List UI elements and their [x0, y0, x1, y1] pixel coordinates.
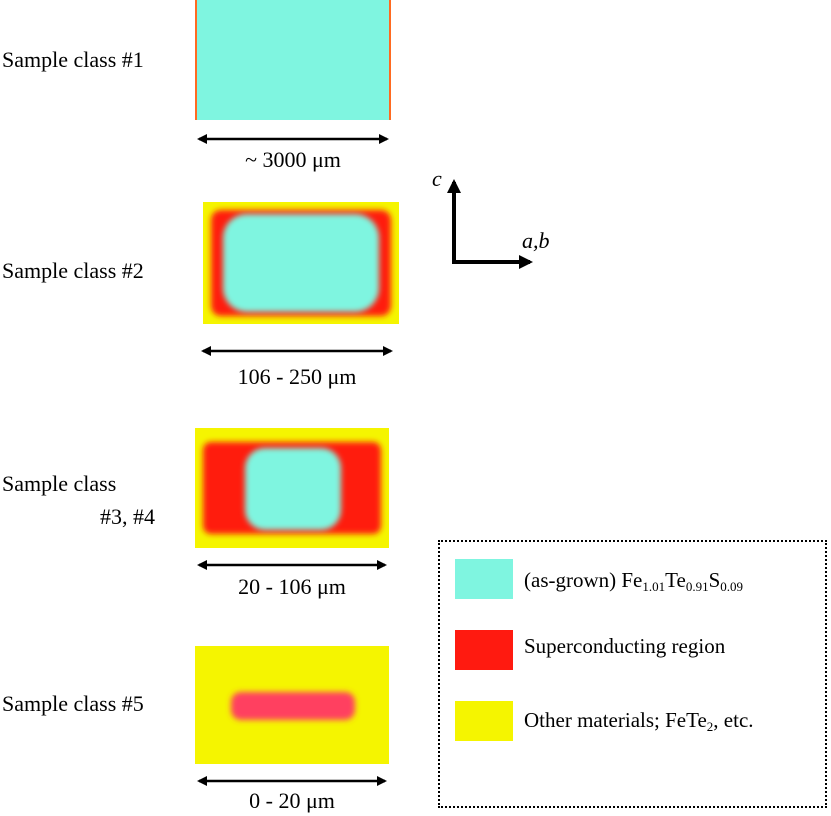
sample-class-1-diagram [195, 0, 391, 120]
dimension-label-1: ~ 3000 μm [245, 147, 341, 172]
legend-label-as-grown: (as-grown) Fe1.01Te0.91S0.09 [524, 568, 744, 594]
c-axis-label: c [432, 166, 442, 191]
sample-class-2-label: Sample class #2 [2, 258, 144, 283]
legend-swatch-other [455, 701, 513, 741]
dimension-arrow-1 [197, 134, 389, 144]
ab-axis-label: a,b [522, 228, 550, 253]
legend-swatch-superconducting [455, 630, 513, 670]
dimension-label-5: 0 - 20 μm [249, 788, 335, 813]
sample-class-1-label: Sample class #1 [2, 47, 144, 72]
legend-label-superconducting: Superconducting region [524, 634, 726, 658]
sample-class-2-diagram [203, 202, 399, 324]
as-grown-region [223, 214, 379, 312]
sample-class-5-label: Sample class #5 [2, 691, 144, 716]
sample-class-3-4-label-line2: #3, #4 [100, 504, 155, 529]
as-grown-region [245, 448, 341, 530]
sample-class-3-4-diagram [195, 428, 389, 548]
superconducting-edge-right [389, 0, 391, 120]
sample-class-5-diagram [195, 646, 389, 764]
sample-class-3-4-label-line1: Sample class [2, 471, 117, 496]
superconducting-region [231, 692, 355, 720]
superconducting-edge-left [195, 0, 197, 120]
dimension-arrow-2 [201, 346, 393, 356]
legend-swatch-as-grown [455, 559, 513, 599]
legend: (as-grown) Fe1.01Te0.91S0.09 Superconduc… [438, 540, 827, 808]
axis-arrows [447, 179, 533, 269]
dimension-arrow-5 [197, 776, 387, 786]
dimension-label-3: 20 - 106 μm [238, 574, 346, 599]
dimension-label-2: 106 - 250 μm [237, 364, 357, 389]
as-grown-region [195, 0, 391, 120]
dimension-arrow-3 [197, 560, 387, 570]
legend-label-other: Other materials; FeTe2, etc. [524, 708, 754, 734]
